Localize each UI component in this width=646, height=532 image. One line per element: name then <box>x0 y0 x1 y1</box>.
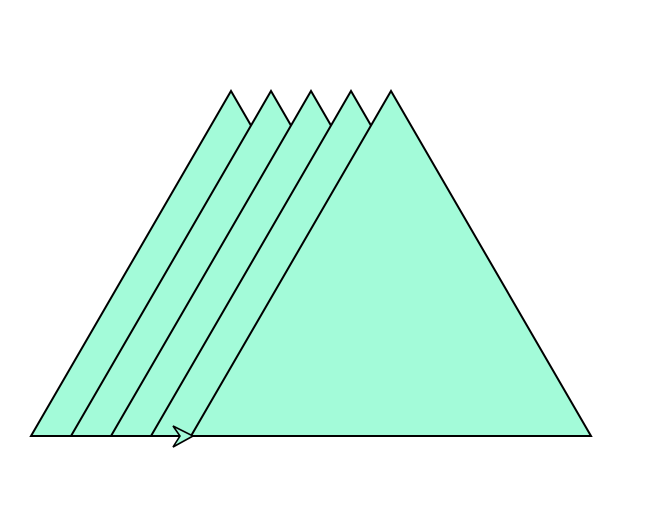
triangle-layer <box>29 89 593 437</box>
arrow-cursor-icon <box>172 425 195 448</box>
triangle-5 <box>189 89 593 437</box>
